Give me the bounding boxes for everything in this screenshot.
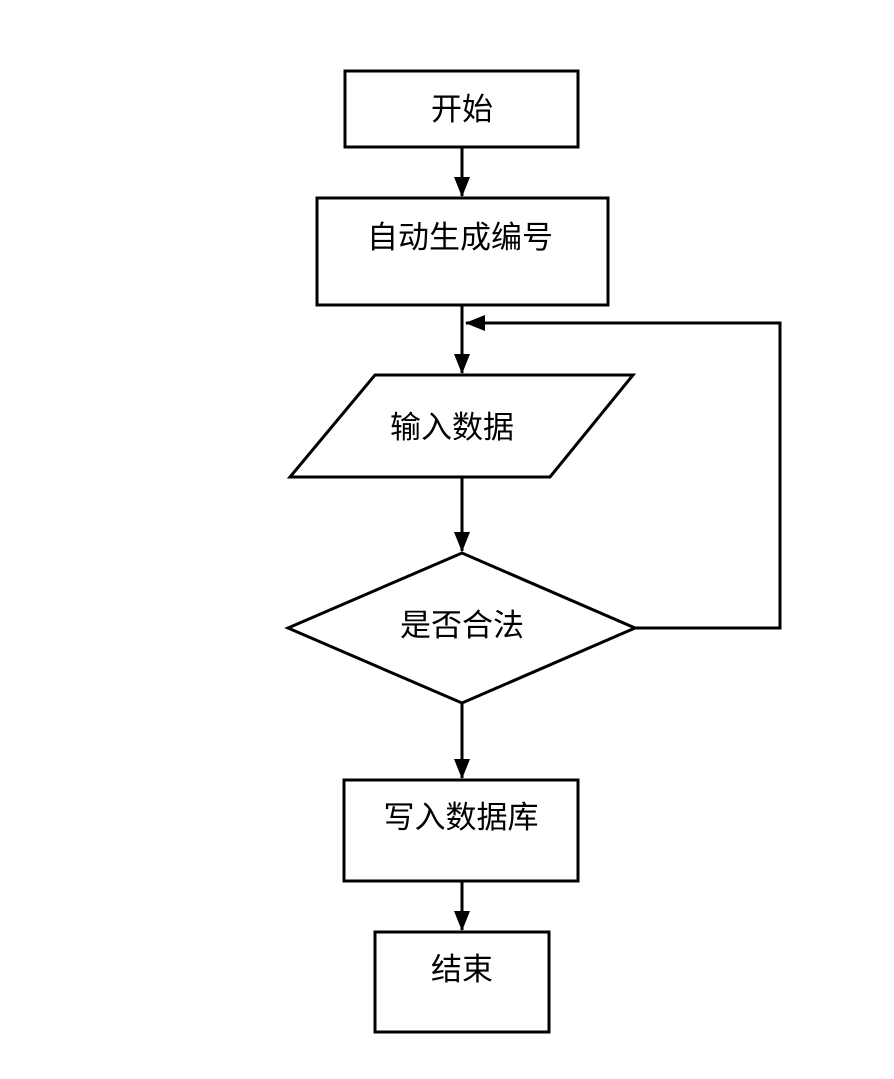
node-end: 结束 xyxy=(373,930,551,1034)
node-input-data: 输入数据 xyxy=(286,373,637,479)
node-start: 开始 xyxy=(343,69,580,149)
end-label: 结束 xyxy=(431,952,493,987)
flowchart-edges xyxy=(454,147,782,931)
is-valid-diamond xyxy=(284,551,639,705)
input-data-parallelogram xyxy=(286,373,637,479)
write-to-database-rectangle xyxy=(342,778,580,883)
end-rectangle xyxy=(373,930,551,1034)
node-is-valid: 是否合法 xyxy=(284,551,639,705)
is-valid-label: 是否合法 xyxy=(400,608,524,643)
input-data-label: 输入数据 xyxy=(390,410,514,445)
start-rectangle xyxy=(343,69,580,149)
write-to-database-label: 写入数据库 xyxy=(384,800,539,835)
edge-is-valid-loop-back xyxy=(465,315,782,630)
node-write-to-database: 写入数据库 xyxy=(342,778,580,883)
node-auto-generate-number: 自动生成编号 xyxy=(315,196,610,307)
start-label: 开始 xyxy=(431,92,493,127)
auto-generate-label: 自动生成编号 xyxy=(367,220,553,255)
auto-generate-rectangle xyxy=(315,196,610,307)
